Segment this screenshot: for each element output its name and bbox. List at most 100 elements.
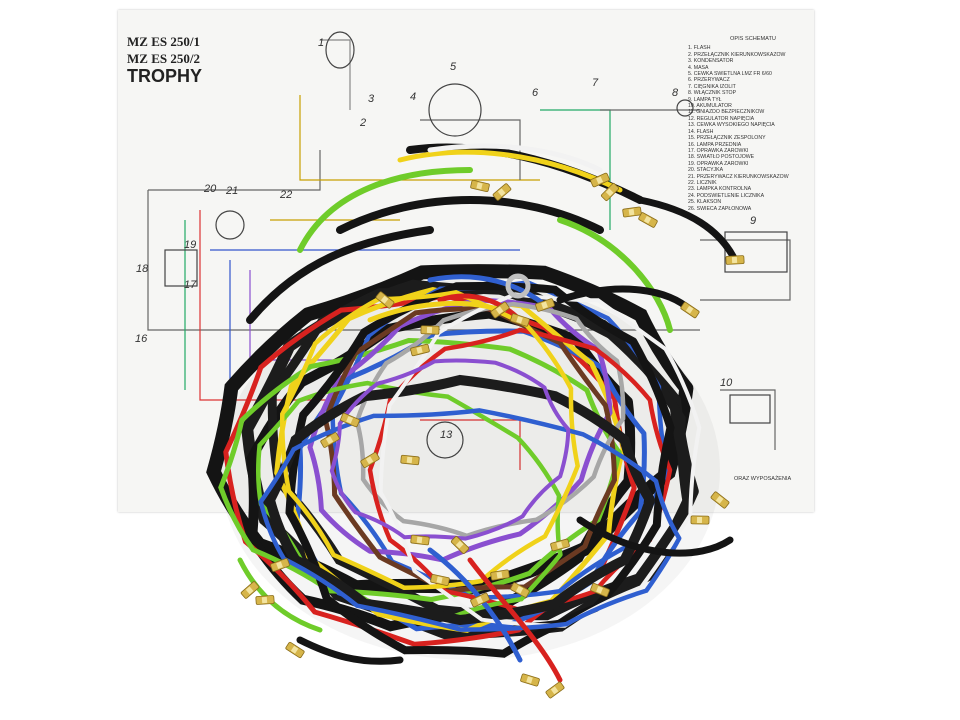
legend-item: 17. OPRAWKA ŻARÓWKI (688, 147, 749, 154)
harness-lead (427, 274, 548, 308)
component-number: 9 (750, 215, 756, 227)
spade-terminal (622, 206, 642, 218)
schematic-wire (299, 95, 540, 181)
harness-lead (636, 196, 739, 264)
component-number: 4 (410, 91, 416, 103)
harness-lead (367, 300, 503, 323)
harness-lead (336, 196, 604, 234)
legend-item: 19. OPRAWKA ŻARÓWKI (688, 160, 749, 167)
spade-terminal (470, 179, 490, 193)
harness-lead (557, 217, 673, 333)
battery-symbol (729, 394, 771, 424)
legend-item: 25. KLAKSON (688, 199, 722, 206)
spade-terminal (375, 291, 395, 309)
harness-wire (246, 308, 636, 632)
legend-item: 11. GNIAZDO BEZPIECZNIKÓW (688, 109, 765, 116)
component-number: 7 (592, 77, 599, 89)
component-number: 2 (359, 117, 366, 129)
diagram-title-variant: TROPHY (127, 66, 203, 86)
spade-terminal (510, 582, 530, 598)
spade-terminal (690, 515, 710, 525)
schematic-wire (148, 150, 321, 191)
spade-terminal (240, 581, 260, 599)
legend-item: 21. PRZERYWACZ KIERUNKOWSKAZÓW (688, 173, 789, 180)
legend-item: 13. CEWKA WYSOKIEGO NAPIĘCIA (688, 122, 775, 129)
diagram-title-model-2: MZ ES 250/2 (127, 51, 200, 66)
harness-lead (246, 226, 434, 324)
spade-terminal (510, 313, 530, 327)
component-number: 13 (440, 429, 453, 441)
harness-lead (297, 167, 473, 253)
hv-coil-symbol (426, 421, 464, 459)
spade-terminal (550, 538, 570, 552)
spade-terminal (270, 558, 290, 572)
component-number: 5 (450, 61, 457, 73)
harness-lead (296, 636, 404, 665)
harness-wire (329, 358, 571, 541)
ring-terminal (505, 273, 531, 299)
harness-lead (556, 285, 694, 314)
spade-terminal (360, 452, 380, 468)
harness-lead (467, 557, 563, 683)
ignition-switch-symbol (215, 210, 245, 240)
legend-item: 4. MASA (688, 64, 709, 71)
legend-item: 16. LAMPA PRZEDNIA (688, 141, 742, 148)
component-number: 22 (279, 189, 292, 201)
spade-terminal (492, 183, 512, 201)
component-number: 6 (532, 87, 539, 99)
diagram-footer-note: ORAZ WYPOSAŻENIA (734, 476, 792, 482)
legend-item: 24. PODŚWIETLENIE LICZNIKA (688, 192, 765, 199)
legend-item: 18. ŚWIATŁO POSTOJOWE (688, 154, 755, 161)
spade-terminal (590, 582, 610, 598)
legend-item: 6. PRZERYWACZ (688, 77, 730, 84)
legend-item: 10. AKUMULATOR (688, 103, 732, 110)
spade-terminal (710, 491, 730, 509)
legend-item: 14. FLASH (688, 128, 714, 135)
legend-title: OPIS SCHEMATU (730, 36, 776, 42)
schematic-wire (700, 239, 791, 301)
spade-terminal (410, 343, 430, 357)
legend-item: 7. CIĘGNIKA IZOLIT (688, 83, 736, 90)
spade-terminal (535, 298, 555, 312)
legend-item: 26. ŚWIECA ZAPŁONOWA (688, 205, 752, 212)
diagram-title-model-1: MZ ES 250/1 (127, 34, 200, 49)
spade-terminal (450, 536, 470, 554)
component-number: 10 (720, 377, 733, 389)
generator-symbol (428, 83, 482, 137)
component-number: 18 (136, 263, 149, 275)
stop-switch-symbol (676, 99, 694, 117)
harness-wire (206, 264, 694, 595)
spade-terminal (520, 673, 540, 687)
legend-item: 9. LAMPA TYŁ (688, 96, 722, 103)
component-number: 3 (368, 93, 375, 105)
spade-terminal (490, 569, 510, 581)
spade-terminal (638, 212, 658, 228)
component-number: 19 (184, 239, 196, 251)
component-number: 1 (318, 37, 324, 49)
harness-wire (264, 374, 655, 626)
legend-item: 20. STACYJKA (688, 167, 724, 174)
spade-terminal (340, 412, 360, 428)
spade-terminal (545, 681, 565, 699)
handlebar-switch-symbol (164, 249, 198, 287)
spade-terminal (320, 432, 340, 448)
legend-item: 3. KONDENSATOR (688, 58, 734, 65)
component-number: 16 (135, 333, 148, 345)
legend-item: 12. REGULATOR NAPIĘCIA (688, 115, 755, 122)
headlight-symbol (325, 31, 355, 69)
harness-wire (354, 301, 626, 539)
spade-terminal (285, 641, 305, 659)
harness-wire (285, 282, 675, 658)
spade-terminal (400, 454, 420, 466)
component-number: 21 (225, 185, 238, 197)
legend-item: 2. PRZEŁĄCZNIK KIERUNKOWSKAZÓW (688, 51, 786, 58)
spade-terminal (430, 574, 450, 586)
spade-terminal (255, 595, 275, 605)
harness-wire (258, 408, 682, 632)
harness-wire (218, 337, 622, 603)
component-number: 17 (184, 279, 197, 291)
harness-lead (237, 557, 323, 633)
